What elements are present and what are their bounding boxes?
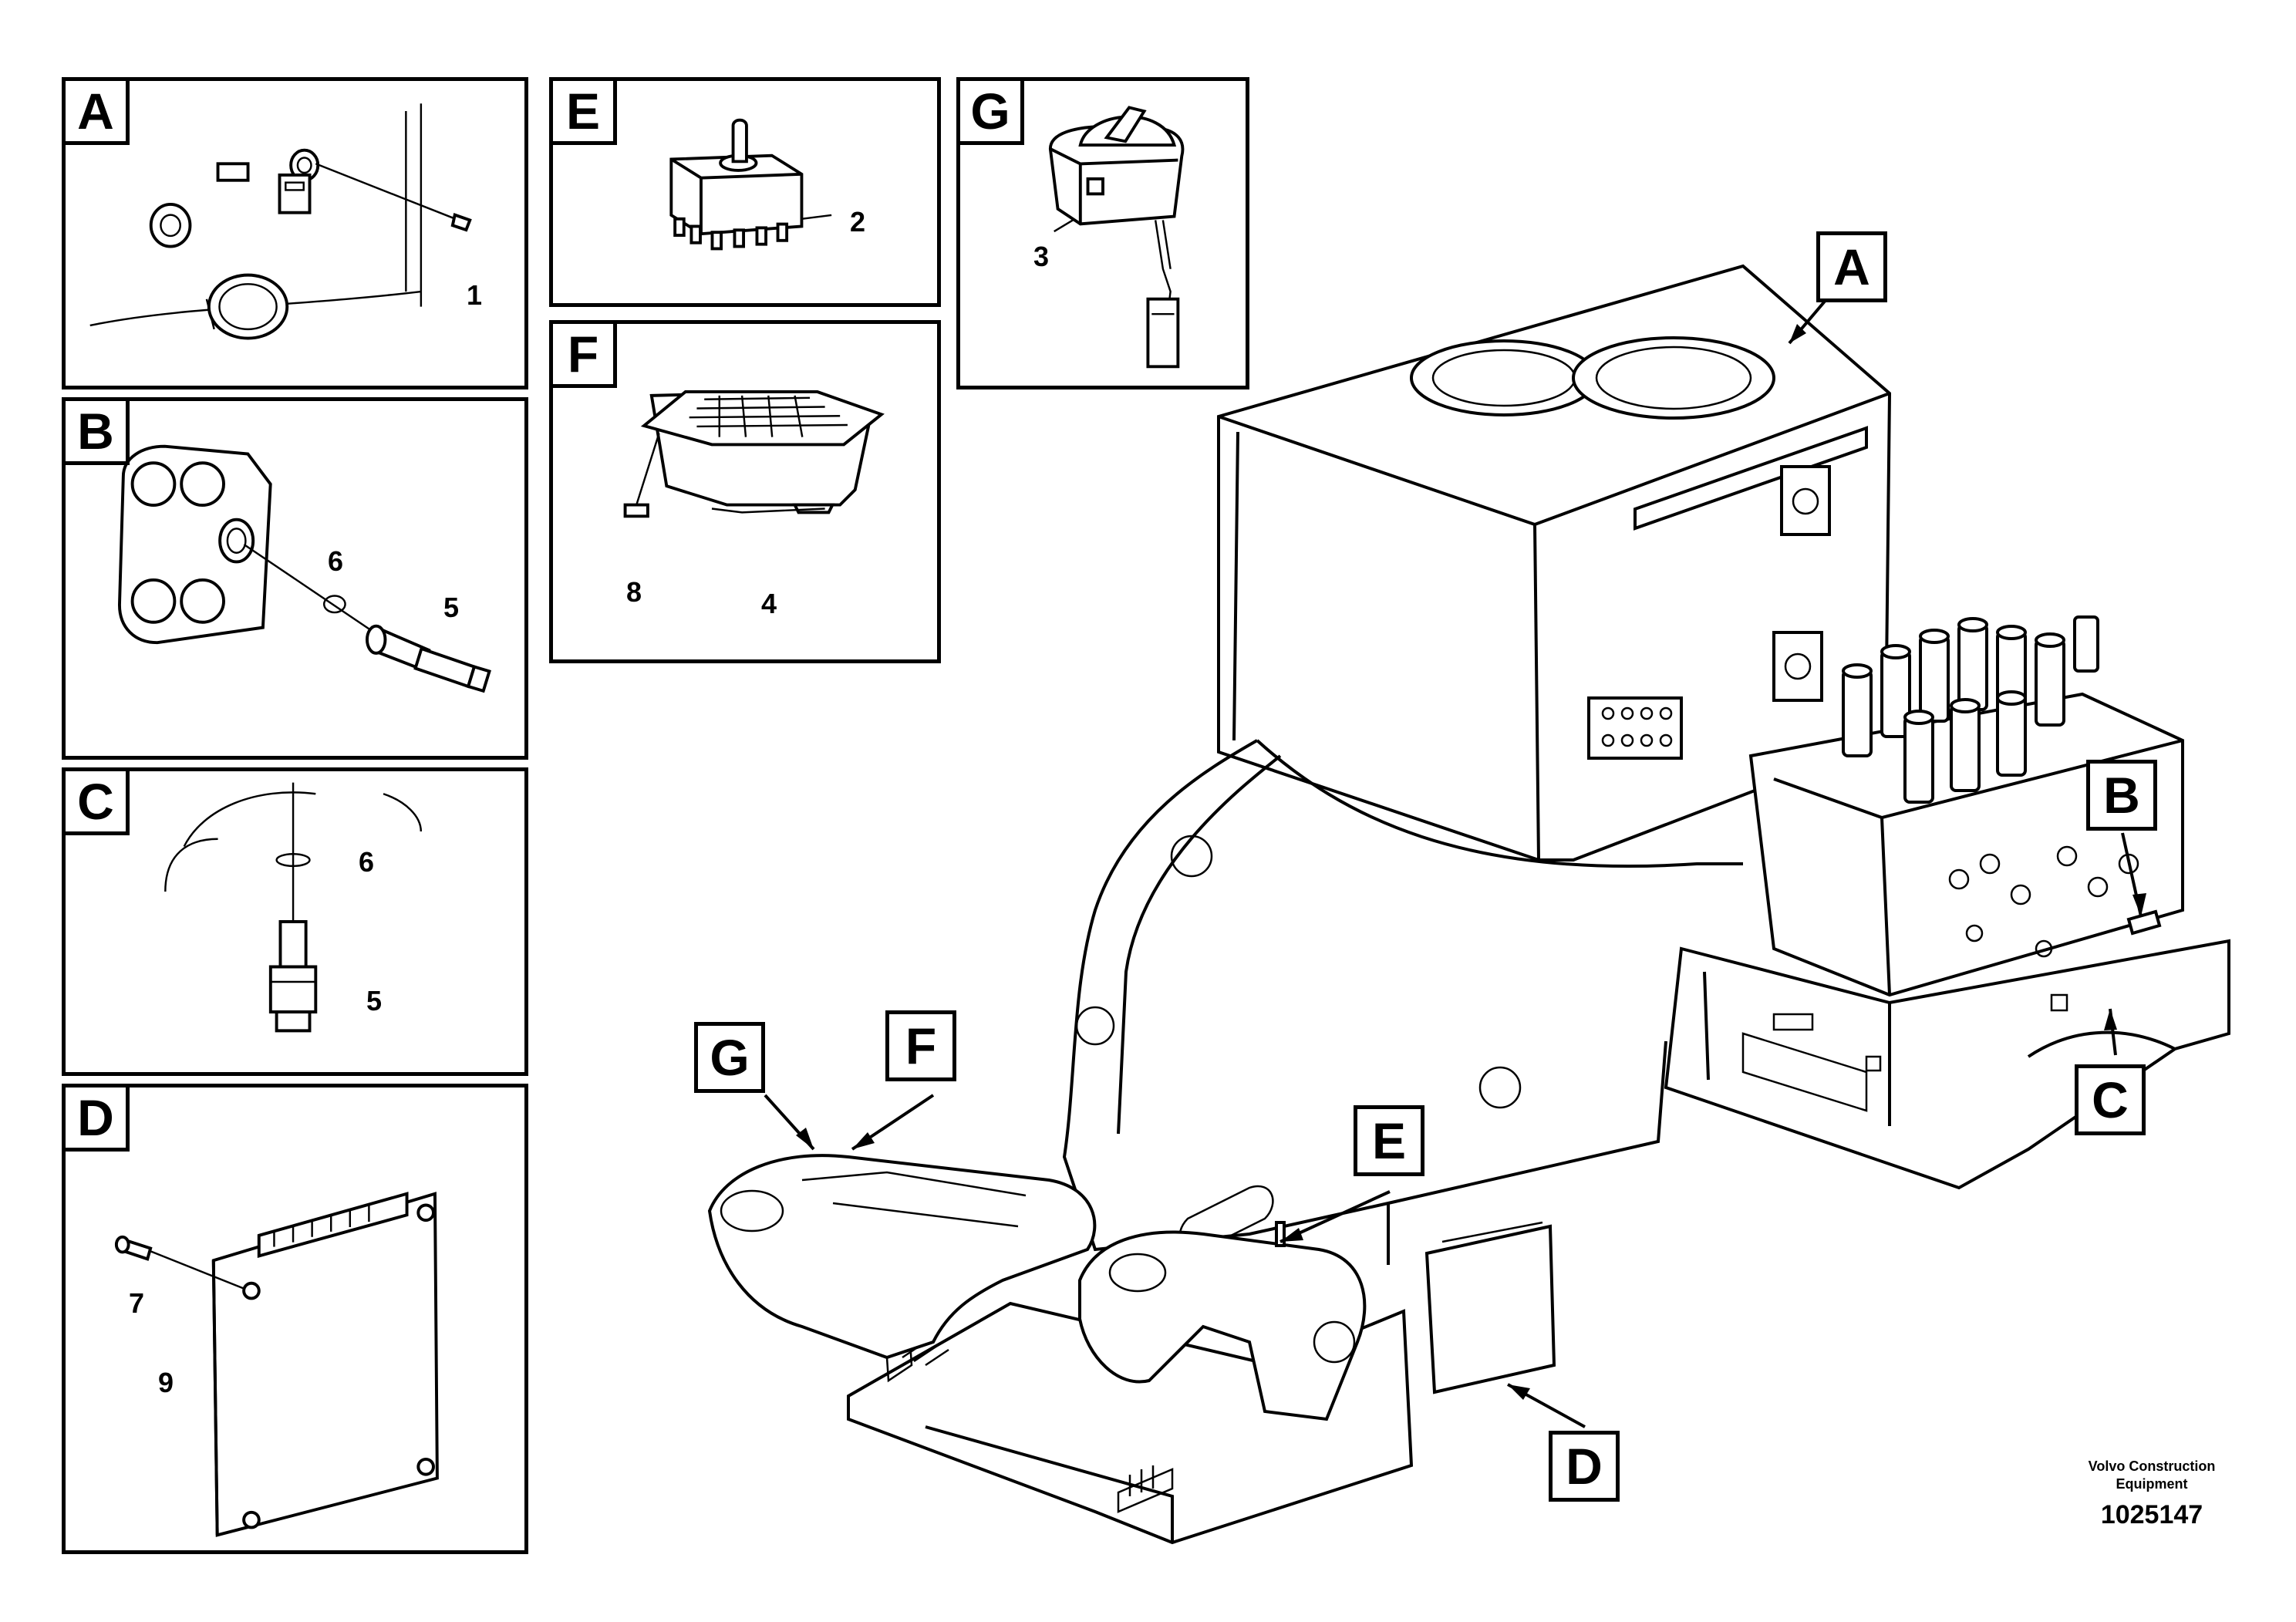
callout-d: D <box>1549 1431 1620 1502</box>
part-number-4: 4 <box>761 588 777 619</box>
detail-panel-e: E 2 <box>549 77 941 307</box>
seat-base-and-consoles <box>707 1154 1556 1545</box>
part-number-9: 9 <box>158 1367 174 1398</box>
detail-panel-d: D 7 9 <box>62 1084 528 1554</box>
keypad-illustration <box>623 390 885 518</box>
manufacturer-name: Volvo Construction Equipment <box>2036 1458 2267 1492</box>
part-number-3: 3 <box>1033 241 1050 272</box>
part-number-6: 6 <box>359 846 375 878</box>
part-number-5: 5 <box>366 985 383 1017</box>
detail-panel-f: F 8 4 <box>549 320 941 663</box>
panel-label: E <box>553 81 617 145</box>
callout-f: F <box>885 1010 956 1081</box>
panel-label: A <box>66 81 130 145</box>
callout-g: G <box>694 1022 765 1093</box>
panel-label: F <box>553 324 617 388</box>
panel-label: C <box>66 771 130 835</box>
callout-c: C <box>2075 1064 2146 1135</box>
pressure-switch-illustration <box>164 782 423 1033</box>
detail-panel-g: G 3 <box>956 77 1249 389</box>
manufacturer-line-1: Volvo Construction <box>2088 1458 2216 1474</box>
rotary-switch-illustration <box>1048 106 1185 369</box>
pressure-switch-valve-illustration <box>117 444 491 693</box>
panel-label: B <box>66 401 130 465</box>
upper-frame <box>1062 739 1743 1265</box>
toggle-switch-illustration <box>669 118 832 251</box>
part-number-2: 2 <box>850 206 866 238</box>
detail-panel-b: B 6 5 <box>62 397 528 760</box>
callout-a: A <box>1816 231 1887 302</box>
detail-panel-a: A 1 <box>62 77 528 389</box>
detail-panel-c: C 6 5 <box>62 767 528 1076</box>
part-number-8: 8 <box>626 576 642 608</box>
part-number-6: 6 <box>328 545 344 577</box>
panel-label: G <box>960 81 1024 145</box>
pressure-sensor-mount-illustration <box>89 103 472 340</box>
hydraulic-tank <box>1217 264 1892 862</box>
control-unit-illustration <box>114 1192 439 1537</box>
part-number-5: 5 <box>443 592 460 623</box>
callout-b: B <box>2086 760 2157 831</box>
part-number-7: 7 <box>129 1287 145 1319</box>
drawing-number: 1025147 <box>2100 1500 2203 1529</box>
part-number-1: 1 <box>467 279 483 311</box>
manufacturer-line-2: Equipment <box>2116 1475 2188 1492</box>
control-valve <box>1748 615 2184 997</box>
callout-e: E <box>1354 1105 1424 1176</box>
callout-leaders <box>764 292 2146 1428</box>
panel-label: D <box>66 1088 130 1152</box>
valve-stand <box>1664 939 2230 1190</box>
